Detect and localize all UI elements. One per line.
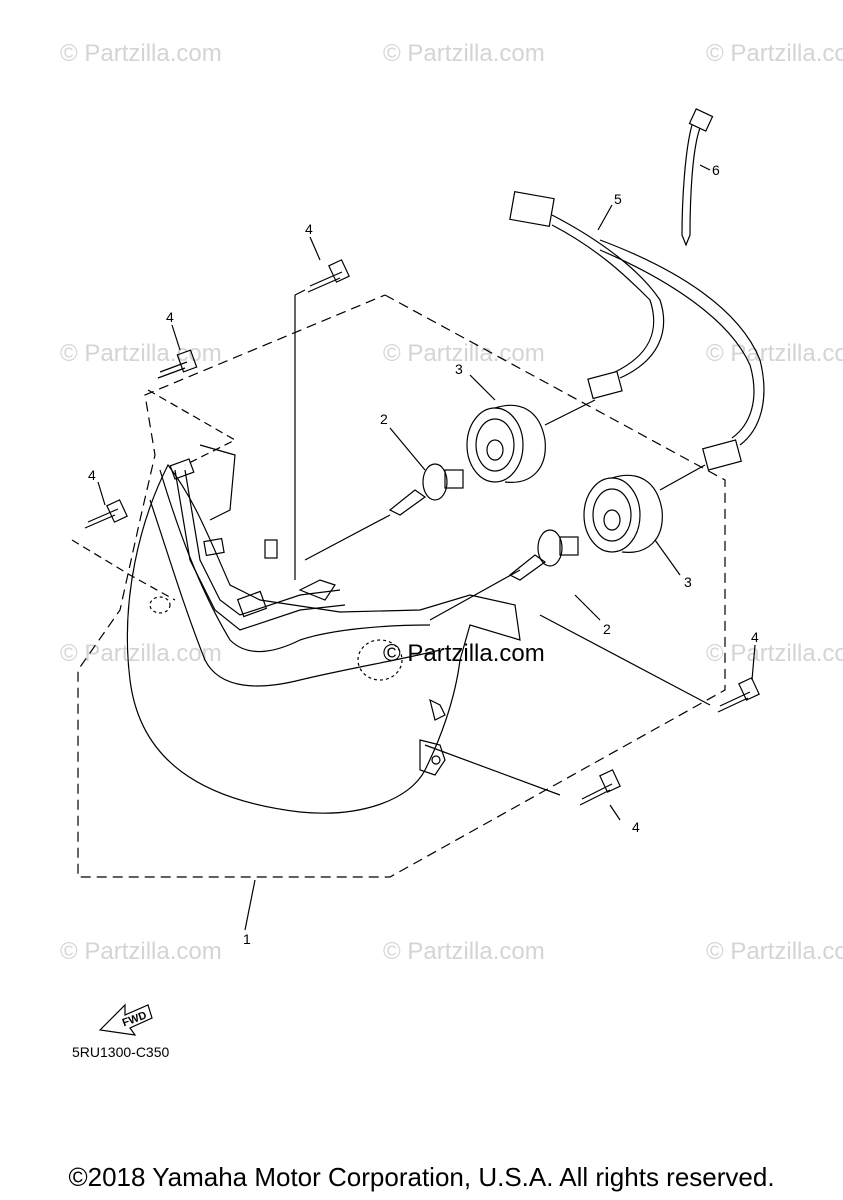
watermark-1: © Partzilla.com: [60, 40, 222, 67]
callout-1: 1: [243, 931, 251, 947]
callout-3-upper: 3: [455, 361, 463, 377]
callout-4-top: 4: [305, 221, 313, 237]
assembly-boundary: [77, 294, 726, 878]
watermark-2: © Partzilla.com: [383, 40, 545, 67]
copyright-notice: ©2018 Yamaha Motor Corporation, U.S.A. A…: [68, 1162, 775, 1192]
watermark-9: © Partzilla.com: [60, 938, 222, 965]
cable-tie: [681, 108, 714, 247]
bolt-guide-left: [71, 539, 176, 601]
bolt-right: [717, 677, 760, 713]
watermark-7: © Partzilla.com: [60, 640, 222, 667]
bolt-left: [84, 499, 128, 529]
bolt-upper-left: [157, 349, 198, 379]
watermark-11: © Partzilla.com: [706, 938, 843, 965]
watermark-8: © Partzilla.com: [706, 640, 843, 667]
callout-4-left: 4: [88, 467, 96, 483]
watermark-6: © Partzilla.com: [706, 340, 843, 367]
center-watermark: © Partzilla.com: [383, 640, 545, 667]
callout-2-lower: 2: [603, 621, 611, 637]
bolt-bottom: [579, 769, 621, 806]
wire-harness: [509, 191, 765, 471]
fwd-arrow-icon: [98, 1003, 153, 1036]
callout-4-bottom: 4: [632, 819, 640, 835]
bulb-upper: [388, 463, 464, 516]
diagram-code: 5RU1300-C350: [72, 1044, 170, 1060]
headlight-housing: [126, 463, 521, 814]
bolt-guide-topleft: [147, 389, 237, 466]
bolt-top: [307, 259, 350, 293]
bulb-lower: [508, 529, 579, 581]
callout-2-upper: 2: [380, 411, 388, 427]
callout-6: 6: [712, 162, 720, 178]
callout-4-right: 4: [751, 629, 759, 645]
bulb-socket-upper: [466, 404, 546, 483]
watermark-5: © Partzilla.com: [383, 340, 545, 367]
watermark-10: © Partzilla.com: [383, 938, 545, 965]
watermark-3: © Partzilla.com: [706, 40, 843, 67]
callout-3-lower: 3: [684, 574, 692, 590]
callout-5: 5: [614, 191, 622, 207]
callout-4-upper-left: 4: [166, 309, 174, 325]
bulb-socket-lower: [583, 474, 663, 553]
